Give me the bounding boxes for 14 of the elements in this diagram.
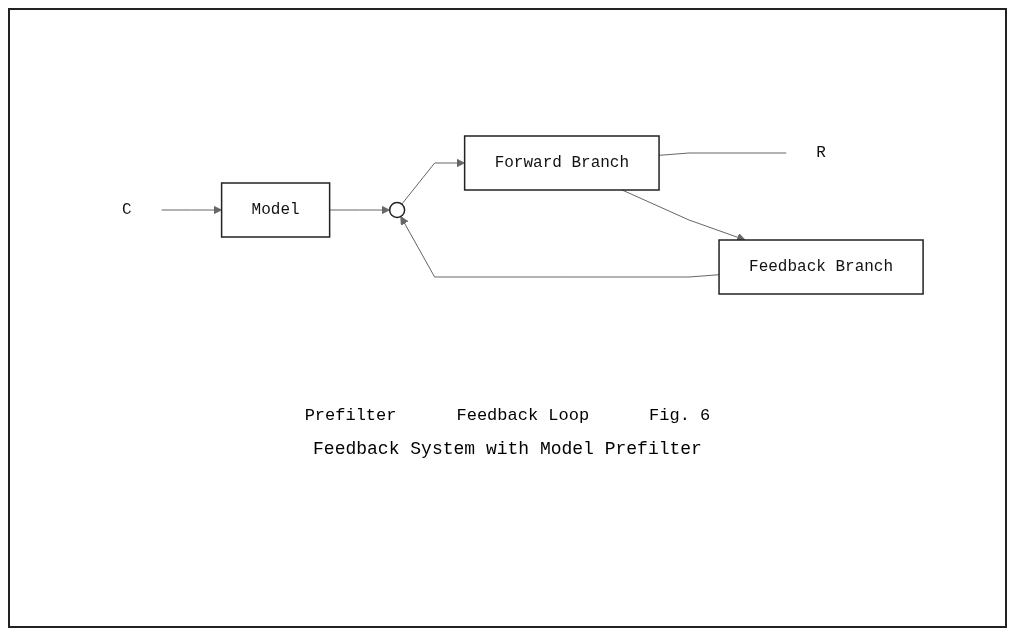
node-text: R: [816, 144, 826, 162]
node-box: Model: [220, 182, 331, 238]
arrow: [329, 205, 390, 215]
arrow: [161, 205, 222, 215]
arrow: [400, 216, 720, 278]
note-text: Feedback Loop: [456, 406, 590, 425]
node-text: C: [121, 201, 132, 219]
node-circle: [388, 201, 406, 219]
caption: Feedback System with Model Prefilter: [313, 439, 702, 459]
node-box: Forward Branch: [463, 135, 660, 191]
node-box: Feedback Branch: [718, 239, 924, 295]
arrow: [401, 158, 465, 205]
note-text: Prefilter: [304, 406, 397, 425]
note-text: Fig. 6: [649, 406, 711, 425]
